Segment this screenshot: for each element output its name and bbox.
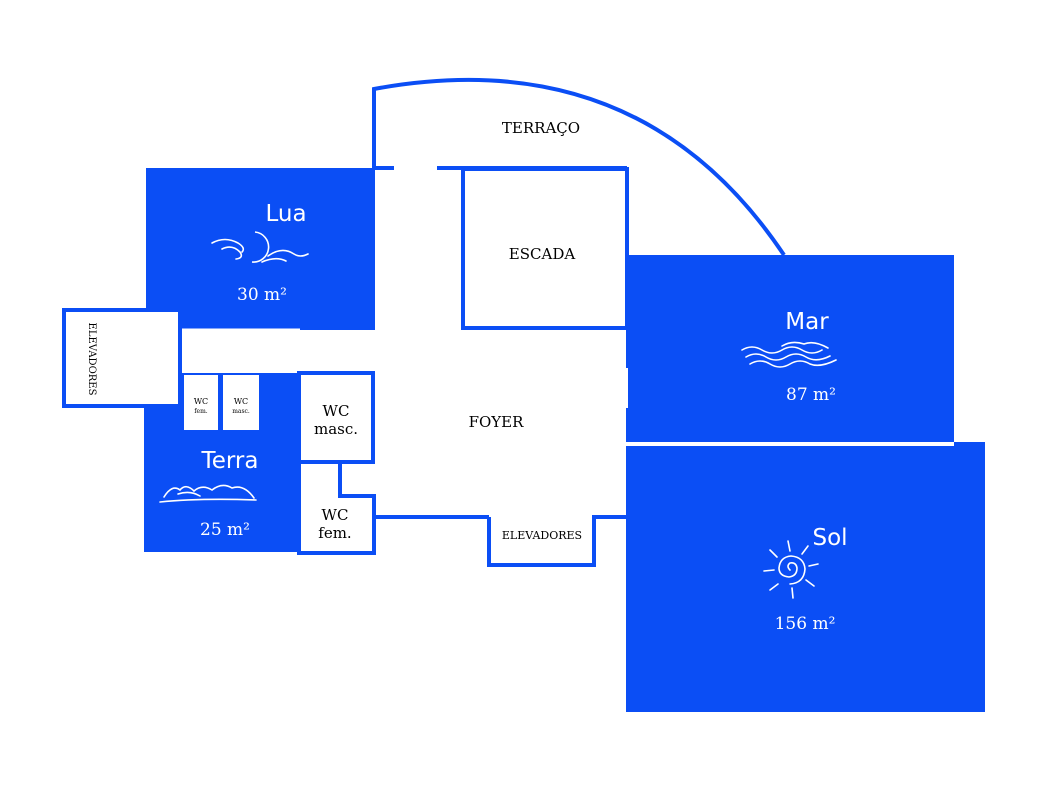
label-wc-fem-large-2: fem. xyxy=(318,524,351,542)
room-terra-area: 25 m² xyxy=(200,520,250,540)
elevator-bottom-box xyxy=(487,515,628,567)
label-wc-fem-small-1: WC xyxy=(194,397,208,406)
label-wc-masc-large-1: WC xyxy=(323,402,350,420)
sun-spiral-icon xyxy=(763,540,819,599)
label-wc-masc-small-2: masc. xyxy=(232,408,250,415)
wc-fem-small-box xyxy=(184,375,218,430)
label-elevadores-bottom: ELEVADORES xyxy=(502,529,582,542)
label-wc-fem-small-2: fem. xyxy=(194,408,207,415)
mountains-icon xyxy=(159,484,257,503)
room-mar xyxy=(626,255,954,442)
stair-block xyxy=(461,167,629,330)
label-terraco: TERRAÇO xyxy=(502,119,580,137)
elevator-left-block xyxy=(62,308,182,408)
wc-masc-small-box xyxy=(223,375,259,430)
room-sol-name: Sol xyxy=(812,525,847,551)
room-lua xyxy=(146,168,375,330)
room-terra xyxy=(144,373,298,552)
room-mar-area: 87 m² xyxy=(786,385,836,405)
label-escada: ESCADA xyxy=(509,245,576,263)
room-terra-name: Terra xyxy=(201,448,259,474)
terrace-wall xyxy=(372,77,786,257)
room-lua-area: 30 m² xyxy=(237,285,287,305)
wc-masc-large-box xyxy=(297,371,375,464)
room-mar-name: Mar xyxy=(785,309,829,335)
elevator-left-inner xyxy=(66,312,178,404)
label-wc-fem-large-1: WC xyxy=(322,506,349,524)
wc-fem-large-box xyxy=(297,462,376,555)
label-foyer: FOYER xyxy=(469,413,525,431)
room-lua-name: Lua xyxy=(265,201,306,227)
label-wc-masc-large-2: masc. xyxy=(314,420,358,438)
label-wc-masc-small-1: WC xyxy=(234,397,248,406)
room-sol xyxy=(626,446,985,712)
waves-icon xyxy=(741,341,837,368)
label-elevadores-left: ELEVADORES xyxy=(86,323,97,396)
moon-waves-icon xyxy=(211,231,309,263)
room-sol-area: 156 m² xyxy=(775,614,836,634)
